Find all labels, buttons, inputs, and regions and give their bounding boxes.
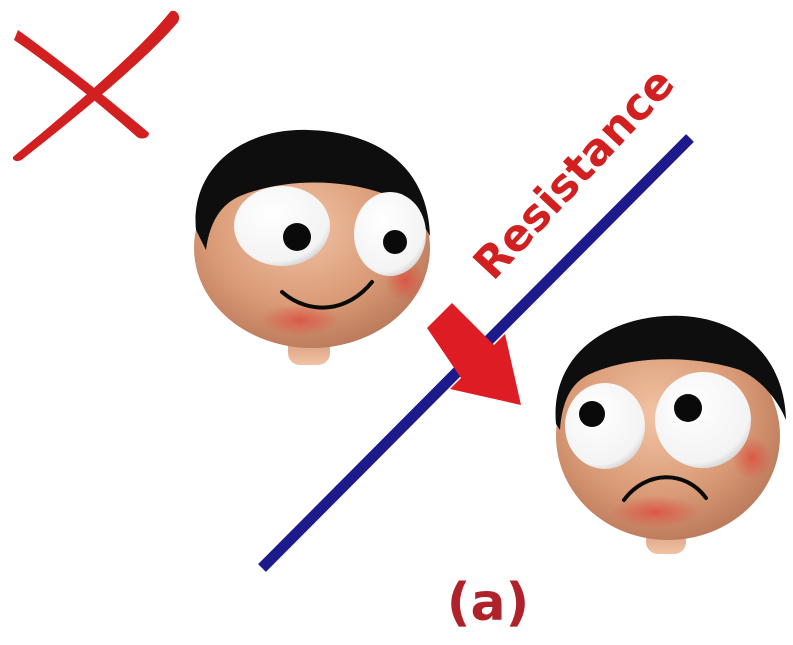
caption-label: (a) <box>447 573 530 633</box>
happy-face-icon <box>194 129 430 365</box>
sad-face-icon <box>555 315 786 554</box>
cross-mark-icon <box>12 10 180 162</box>
arrow-icon <box>427 303 521 405</box>
